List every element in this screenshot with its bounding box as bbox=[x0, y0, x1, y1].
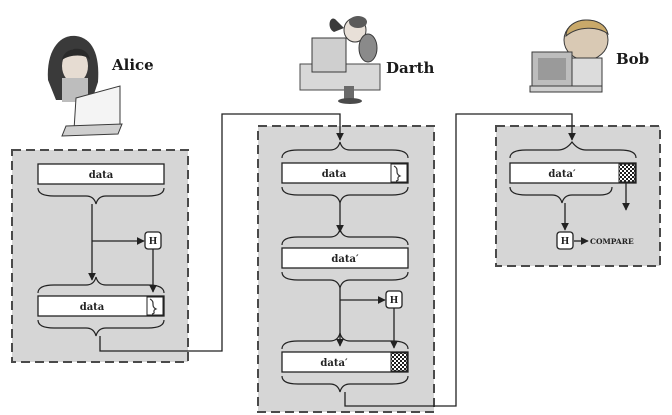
alice-brace-top bbox=[37, 187, 165, 205]
darth-figure-icon bbox=[299, 16, 381, 104]
bob-figure-icon bbox=[529, 19, 609, 93]
bob-hash-box bbox=[556, 231, 574, 250]
darth-brace-bottom1 bbox=[281, 332, 409, 350]
darth-data-prime-label: data′ bbox=[331, 254, 359, 265]
alice-hash-digest-icon bbox=[146, 296, 164, 316]
alice-hash-label: H bbox=[149, 237, 158, 247]
alice-label: Alice bbox=[111, 56, 154, 74]
darth-hash-digest-icon bbox=[390, 163, 408, 183]
alice-data-hash-box bbox=[37, 295, 165, 317]
darth-hash-squiggle-icon bbox=[393, 165, 402, 182]
alice-data-hash-label: data bbox=[80, 302, 105, 313]
darth-brace-bottom2 bbox=[281, 375, 409, 393]
darth-brace-mid2 bbox=[281, 228, 409, 246]
darth-new-digest-icon bbox=[390, 352, 408, 372]
bob-hash-label: H bbox=[561, 237, 570, 247]
alice-data-label: data bbox=[89, 170, 114, 181]
bob-brace-top bbox=[509, 141, 637, 159]
darth-data-hash-box bbox=[281, 162, 409, 184]
alice-brace-mid bbox=[37, 276, 165, 294]
darth-data-prime-hash-box bbox=[281, 351, 409, 373]
darth-label: Darth bbox=[386, 59, 435, 77]
darth-data-prime-box bbox=[281, 247, 409, 269]
alice-hash-squiggle-icon bbox=[149, 298, 158, 315]
bob-data-prime-hash-box bbox=[509, 162, 637, 184]
bob-label: Bob bbox=[616, 50, 649, 68]
bob-brace-bottom bbox=[509, 186, 613, 204]
darth-data-prime-hash-label: data′ bbox=[320, 358, 348, 369]
alice-figure-icon bbox=[47, 35, 123, 137]
alice-data-box bbox=[37, 163, 165, 185]
darth-to-bob-connector bbox=[344, 113, 576, 407]
bob-panel bbox=[495, 125, 661, 267]
alice-to-darth-connector bbox=[99, 113, 344, 352]
darth-brace-top bbox=[281, 141, 409, 159]
bob-digest-icon bbox=[618, 163, 636, 183]
darth-data-label: data bbox=[322, 169, 347, 180]
alice-brace-bottom bbox=[37, 319, 165, 337]
darth-hash-label: H bbox=[390, 296, 399, 306]
bob-data-prime-label: data′ bbox=[548, 169, 576, 180]
bob-compare-label: COMPARE bbox=[590, 237, 634, 246]
